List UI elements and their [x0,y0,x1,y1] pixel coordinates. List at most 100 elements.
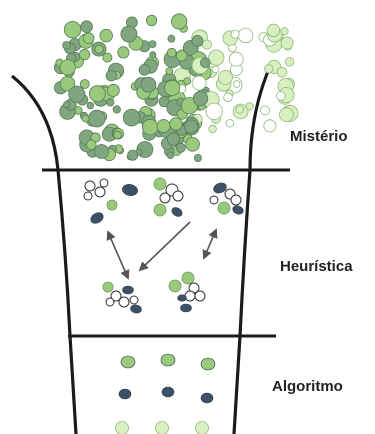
mystery-circle [186,137,200,151]
mystery-circle [206,103,222,119]
mystery-circle [184,78,191,85]
heuristic-green-dot [182,272,194,284]
stage-label-mystery: Mistério [290,128,348,145]
mystery-circle [218,70,232,84]
stage-label-heuristic: Heurística [280,258,353,275]
mystery-circle [192,35,203,46]
heuristic-green-dot [154,204,166,216]
mystery-circle [82,115,89,122]
mystery-circle [69,86,85,102]
mystery-circle [170,118,182,130]
heuristic-green-dot [169,280,181,292]
heuristic-white-dot [106,298,114,306]
mystery-circle [236,106,244,114]
arrow-left [108,232,128,278]
heuristic-white-dot [160,193,170,203]
mystery-circle [142,119,158,135]
algorithm-light-dot [116,422,129,434]
mystery-circle [107,99,114,106]
algorithm-light-dot [156,422,169,434]
stage-label-algorithm: Algoritmo [272,378,343,395]
algorithm-circles [116,354,216,434]
mystery-circle [168,35,175,42]
heuristic-navy-dot [121,183,138,197]
mystery-circle [229,52,243,66]
mystery-circle [209,125,217,133]
mystery-circle [86,140,96,150]
heuristic-green-dot [107,200,117,210]
mystery-circle [202,40,211,49]
algorithm-light-dot [196,422,209,434]
mystery-circle [63,102,69,108]
heuristic-white-dot [130,296,138,304]
heuristic-navy-dot [231,204,244,215]
mystery-circle [87,102,94,109]
mystery-circle [226,120,234,128]
arrow-diagonal [140,222,190,270]
mystery-circle [107,84,119,96]
mystery-circle [128,150,138,160]
heuristic-navy-dot [89,211,105,226]
mystery-circle [123,109,140,126]
algorithm-navy-dot [119,389,131,399]
heuristic-white-dot [119,297,129,307]
funnel-left-wall [12,76,76,434]
mystery-circle [146,15,156,25]
mystery-circle [113,106,120,113]
heuristic-white-dot [95,187,105,197]
algorithm-green-dot [161,354,175,366]
mystery-circle [64,21,81,38]
mystery-circle [167,152,174,159]
mystery-circle [95,145,109,159]
algorithm-green-dot [201,358,215,370]
mystery-circle [167,133,179,145]
mystery-circle [246,103,253,110]
heuristic-green-dot [218,202,230,214]
heuristic-white-dot [195,291,205,301]
heuristic-white-dot [84,192,92,200]
mystery-circle [80,80,89,89]
heuristic-white-dot [231,195,241,205]
mystery-circle [176,51,187,62]
mystery-circle [149,41,156,48]
mystery-circle [267,24,279,36]
algorithm-navy-dot [201,393,213,403]
mystery-circle [194,154,201,161]
arrow-right [204,230,216,258]
mystery-circle [238,28,253,43]
mystery-circle [224,93,233,102]
mystery-circle [166,68,173,75]
mystery-circle [193,91,208,106]
heuristic-white-dot [185,291,195,301]
heuristic-navy-dot [181,304,192,312]
mystery-circle [277,67,287,77]
mystery-circle [165,80,180,95]
mystery-circle [261,106,270,115]
mystery-circle [172,14,187,29]
mystery-circle [121,26,137,42]
mystery-circle [150,52,156,58]
heuristic-white-dot [85,181,95,191]
heuristic-navy-dot [130,304,142,314]
mystery-circle [212,66,219,73]
mystery-circle [81,21,93,33]
mystery-circle [88,110,105,127]
mystery-circle [184,120,197,133]
mystery-circle [141,77,156,92]
mystery-circle [79,49,89,59]
mystery-circle [276,92,285,101]
mystery-circle [118,47,129,58]
mystery-circle [139,64,150,75]
mystery-circle [280,108,294,122]
heuristic-white-dot [173,191,183,201]
mystery-circle [281,37,293,49]
mystery-circle [192,76,206,90]
heuristic-navy-dot [170,206,184,218]
heuristic-white-dot [210,196,218,204]
mystery-circle [114,131,122,139]
heuristic-arrows [108,222,216,278]
heuristic-green-dot [154,178,166,190]
mystery-circle [264,120,276,132]
heuristic-green-dot [103,282,113,292]
algorithm-navy-dot [162,387,174,397]
